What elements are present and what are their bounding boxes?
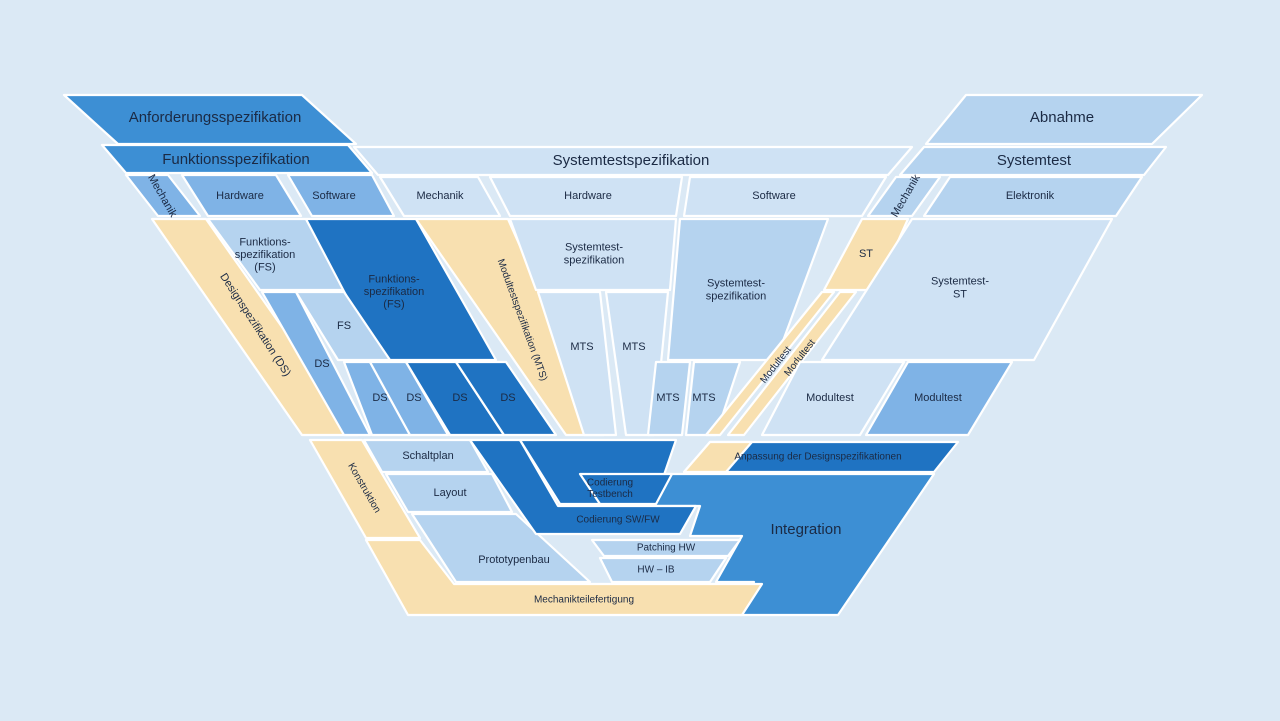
systemtest-st-box <box>820 217 1114 362</box>
integration-label: Integration <box>771 521 842 538</box>
konstruktion-strip <box>308 438 422 540</box>
mts-box-3 <box>646 360 692 437</box>
mts-box-1 <box>536 290 618 437</box>
left-sw-label: Software <box>312 190 355 202</box>
codierung-testbench-inner <box>578 472 674 506</box>
prototypenbau-box <box>410 512 592 584</box>
funktion-label: Funktionsspezifikation <box>162 151 310 168</box>
systemtest-st-label: Systemtest-ST <box>931 276 989 301</box>
ds-4-label: DS <box>452 392 467 404</box>
mid-mech-label: Mechanik <box>416 190 464 202</box>
fs-sw-label: Funktions-spezifikation(FS) <box>364 273 425 310</box>
ds-3-label: DS <box>406 392 421 404</box>
right-mech-col <box>866 175 942 218</box>
ds-box-5 <box>454 360 558 437</box>
sts-hw-label: Systemtest-spezifikation <box>564 242 625 267</box>
mts-3-label: MTS <box>656 392 679 404</box>
ds-box-1 <box>260 290 372 437</box>
modultest-diag-strip-1 <box>704 290 836 437</box>
sts-hw-box <box>508 217 678 292</box>
prototypenbau-label: Prototypenbau <box>478 554 550 566</box>
systemtest-label: Systemtest <box>997 152 1072 169</box>
funktion-band <box>100 143 374 175</box>
hw-ib-label: HW – IB <box>637 565 675 576</box>
mts-4-label: MTS <box>692 392 715 404</box>
hw-ib-box <box>598 556 728 584</box>
abnahme-label: Abnahme <box>1030 109 1094 126</box>
modultest-diag-strip-2 <box>726 290 858 437</box>
ds-1-label: DS <box>314 358 329 370</box>
left-mech-col <box>124 173 202 218</box>
anforderung-label: Anforderungsspezifikation <box>129 109 302 126</box>
mechanikteile-label: Mechanikteilefertigung <box>534 595 634 606</box>
ds-box-3 <box>368 360 450 437</box>
sts-sw-label: Systemtest-spezifikation <box>706 278 767 303</box>
layout-box <box>384 472 514 514</box>
systemtestspez-band <box>352 145 914 177</box>
fs-hw-label: Funktions-spezifikation(FS) <box>235 236 296 273</box>
ds-2-label: DS <box>372 392 387 404</box>
modultest-b-label: Modultest <box>914 392 962 404</box>
mts-1-label: MTS <box>570 341 593 353</box>
anforderung-band <box>62 93 358 146</box>
schaltplan-label: Schaltplan <box>402 450 453 462</box>
modultest-a-box <box>760 360 906 437</box>
layout-label: Layout <box>433 487 466 499</box>
fs-small-box <box>294 290 392 362</box>
mid-hw-label: Hardware <box>564 190 612 202</box>
systemtest-band <box>898 145 1168 177</box>
left-hw-label: Hardware <box>216 190 264 202</box>
anpassung-beige <box>682 440 754 474</box>
left-hw-col <box>180 173 303 218</box>
mid-sw-col <box>682 175 888 218</box>
modultest-a-label: Modultest <box>806 392 854 404</box>
schaltplan-box <box>362 438 490 474</box>
right-elek-col <box>922 175 1144 218</box>
mechanikteile-band <box>364 538 764 617</box>
codierung-swfw-label: Codierung SW/FW <box>576 515 660 526</box>
right-elek-label: Elektronik <box>1006 190 1055 202</box>
patching-hw-label: Patching HW <box>637 543 696 554</box>
patching-hw-box <box>590 538 742 558</box>
mts-2-label: MTS <box>622 341 645 353</box>
ds-5-label: DS <box>500 392 515 404</box>
modultest-b-box <box>864 360 1014 437</box>
mid-mech-col <box>378 175 502 218</box>
anpassung-label: Anpassung der Designspezifikationen <box>734 452 901 463</box>
mid-hw-col <box>488 175 684 218</box>
abnahme-band <box>924 93 1204 146</box>
systemtestspez-label: Systemtestspezifikation <box>553 152 710 169</box>
left-sw-col <box>286 173 396 218</box>
st-label: ST <box>859 248 873 260</box>
fs-small-label: FS <box>337 320 351 332</box>
mid-sw-label: Software <box>752 190 795 202</box>
